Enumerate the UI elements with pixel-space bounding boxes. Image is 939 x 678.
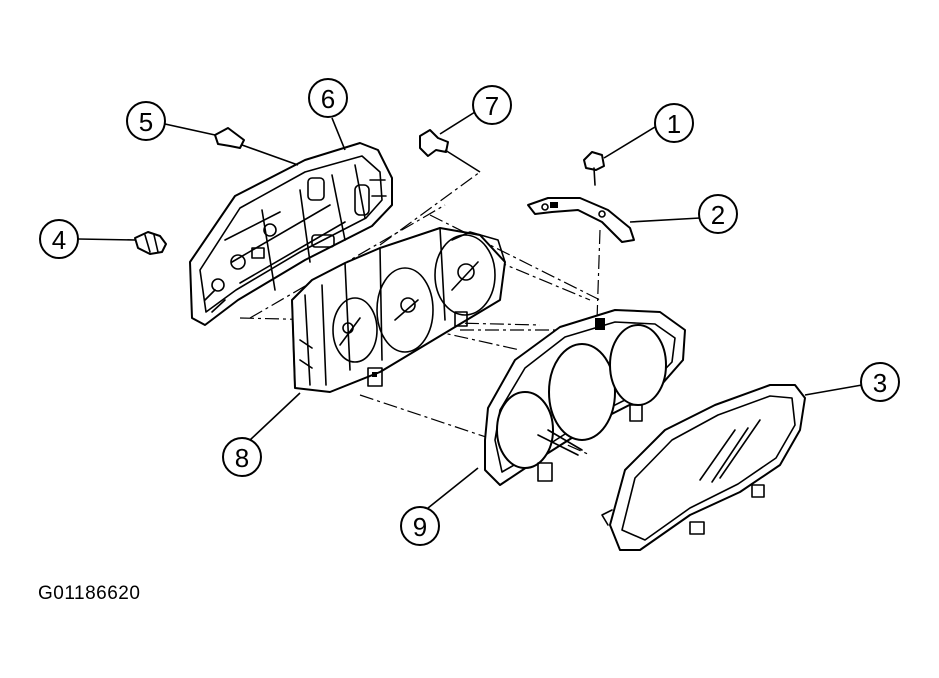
callout-9-label: 9 xyxy=(413,512,427,542)
bulb-socket-part xyxy=(134,231,167,255)
callout-4-label: 4 xyxy=(52,225,66,255)
callout-6-label: 6 xyxy=(321,84,335,114)
bracket-part xyxy=(527,197,635,243)
callout-1: 1 xyxy=(654,103,694,143)
leader-lines xyxy=(77,111,863,509)
callout-3-label: 3 xyxy=(873,368,887,398)
callout-7: 7 xyxy=(472,85,512,125)
screw-part xyxy=(583,151,605,186)
fastener-part xyxy=(214,127,245,149)
lens-glass-part xyxy=(601,384,806,551)
rear-case-part xyxy=(189,142,393,326)
callout-8: 8 xyxy=(222,437,262,477)
callout-1-label: 1 xyxy=(667,109,681,139)
callout-8-label: 8 xyxy=(235,443,249,473)
callout-3: 3 xyxy=(860,362,900,402)
callout-2-label: 2 xyxy=(711,200,725,230)
figure-code: G01186620 xyxy=(38,583,141,604)
callout-6: 6 xyxy=(308,78,348,118)
callout-4: 4 xyxy=(39,219,79,259)
callout-9: 9 xyxy=(400,506,440,546)
meter-panel-part xyxy=(484,309,686,486)
gauge-mechanism-part xyxy=(291,227,506,393)
callout-2: 2 xyxy=(698,194,738,234)
clip-part xyxy=(419,129,449,157)
callout-5: 5 xyxy=(126,101,166,141)
callout-5-label: 5 xyxy=(139,107,153,137)
callout-7-label: 7 xyxy=(485,91,499,121)
